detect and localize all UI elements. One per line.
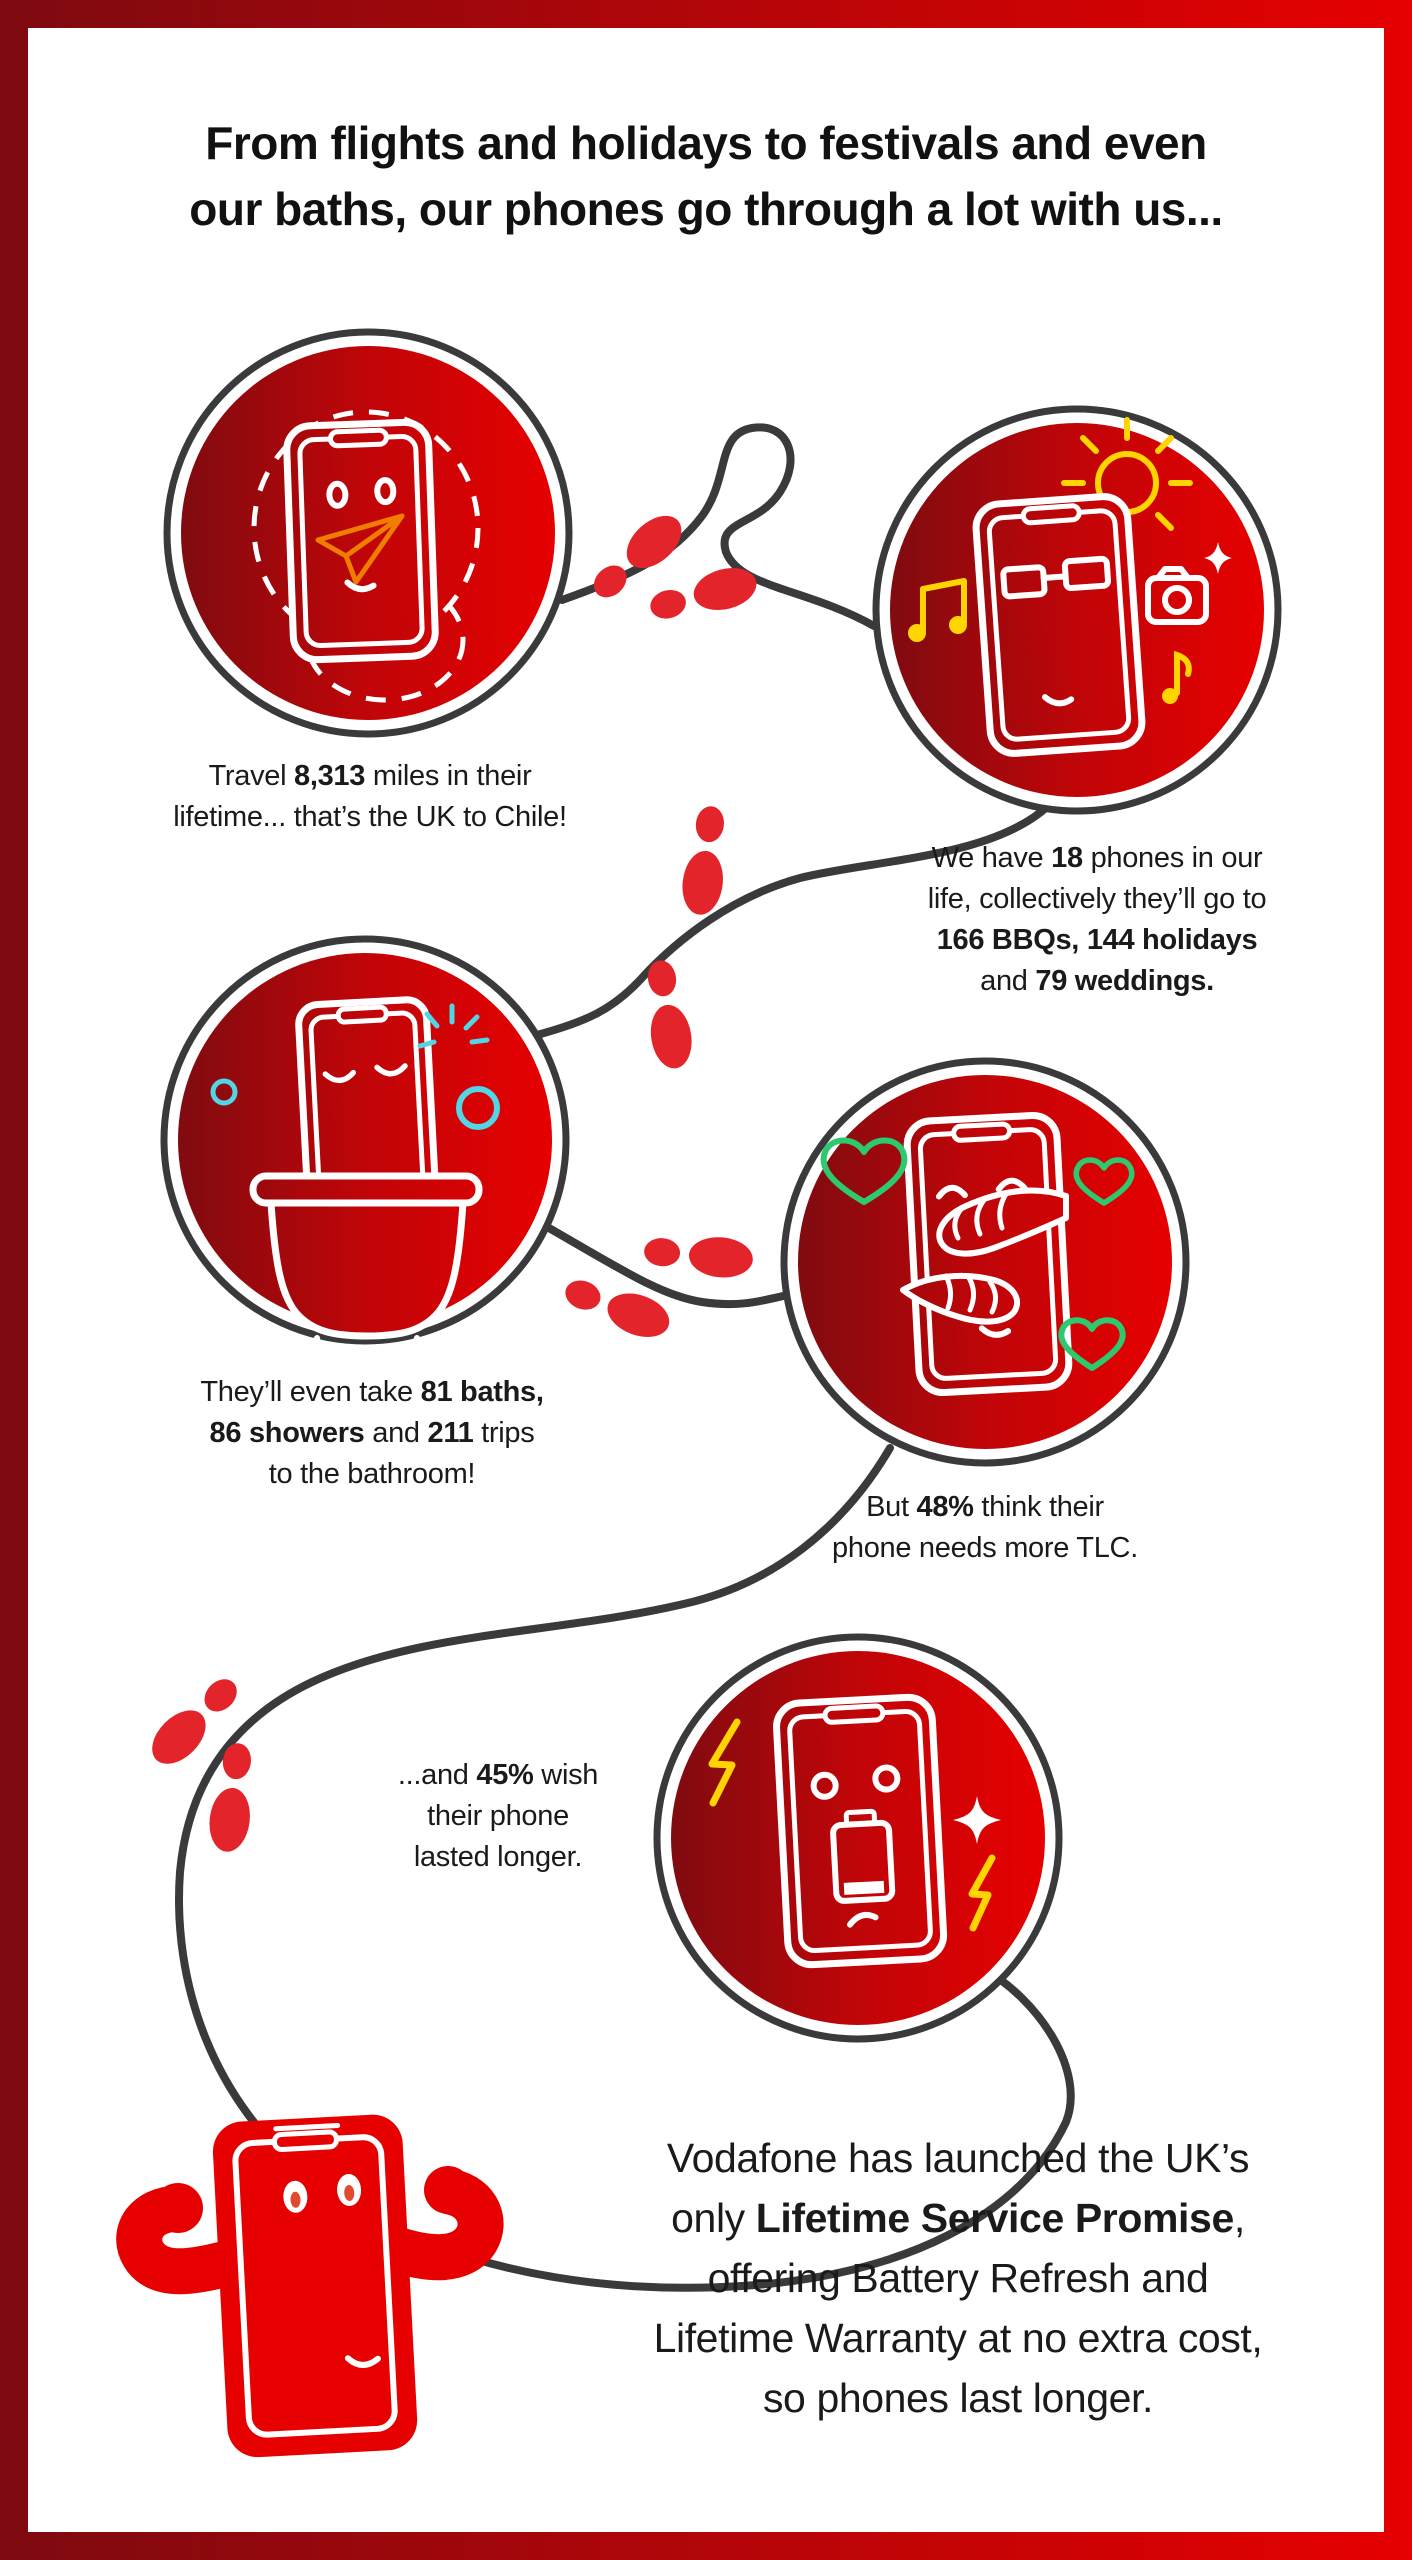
music-note-icon [908, 578, 1192, 704]
headline: From flights and holidays to festivals a… [189, 117, 1223, 235]
hand-icon [900, 1187, 1069, 1325]
sunglasses-phone-icon [972, 493, 1146, 757]
sparkle-icon [1204, 542, 1232, 574]
travel-bubble [163, 328, 573, 738]
promise-caption: Vodafone has launched the UK’s only Life… [653, 2135, 1263, 2421]
camera-icon [1145, 542, 1232, 625]
hug-bubble [780, 1057, 1190, 1467]
shocked-phone-icon [773, 1693, 948, 1969]
stat-travel-caption: Travel 8,313 miles in their lifetime... … [173, 760, 567, 833]
paper-plane-icon [315, 513, 405, 585]
stat-battery-caption: ...and 45% wish their phone lasted longe… [397, 1759, 599, 1873]
strong-phone-mascot-icon [116, 2114, 504, 2458]
stat-tlc-caption: But 48% think their phone needs more TLC… [832, 1491, 1138, 1564]
bubble-icon [210, 1078, 500, 1130]
sparkle-icon [953, 1796, 1001, 1844]
stat-baths-caption: They’ll even take 81 baths, 86 showers a… [200, 1376, 544, 1490]
lightning-bolt-icon [708, 1718, 996, 1932]
stat-phones-caption: We have 18 phones in our life, collectiv… [927, 842, 1267, 997]
battery-icon [830, 1808, 896, 1904]
holiday-bubble [872, 405, 1282, 815]
bathtub-phone-icon [249, 996, 483, 1379]
heart-icon [820, 1137, 1135, 1371]
battery-bubble [653, 1633, 1063, 2043]
hug-phone-icon [903, 1111, 1073, 1397]
phone-face-icon [283, 418, 439, 664]
splash-icon [417, 1003, 490, 1049]
bath-bubble [160, 935, 570, 1379]
